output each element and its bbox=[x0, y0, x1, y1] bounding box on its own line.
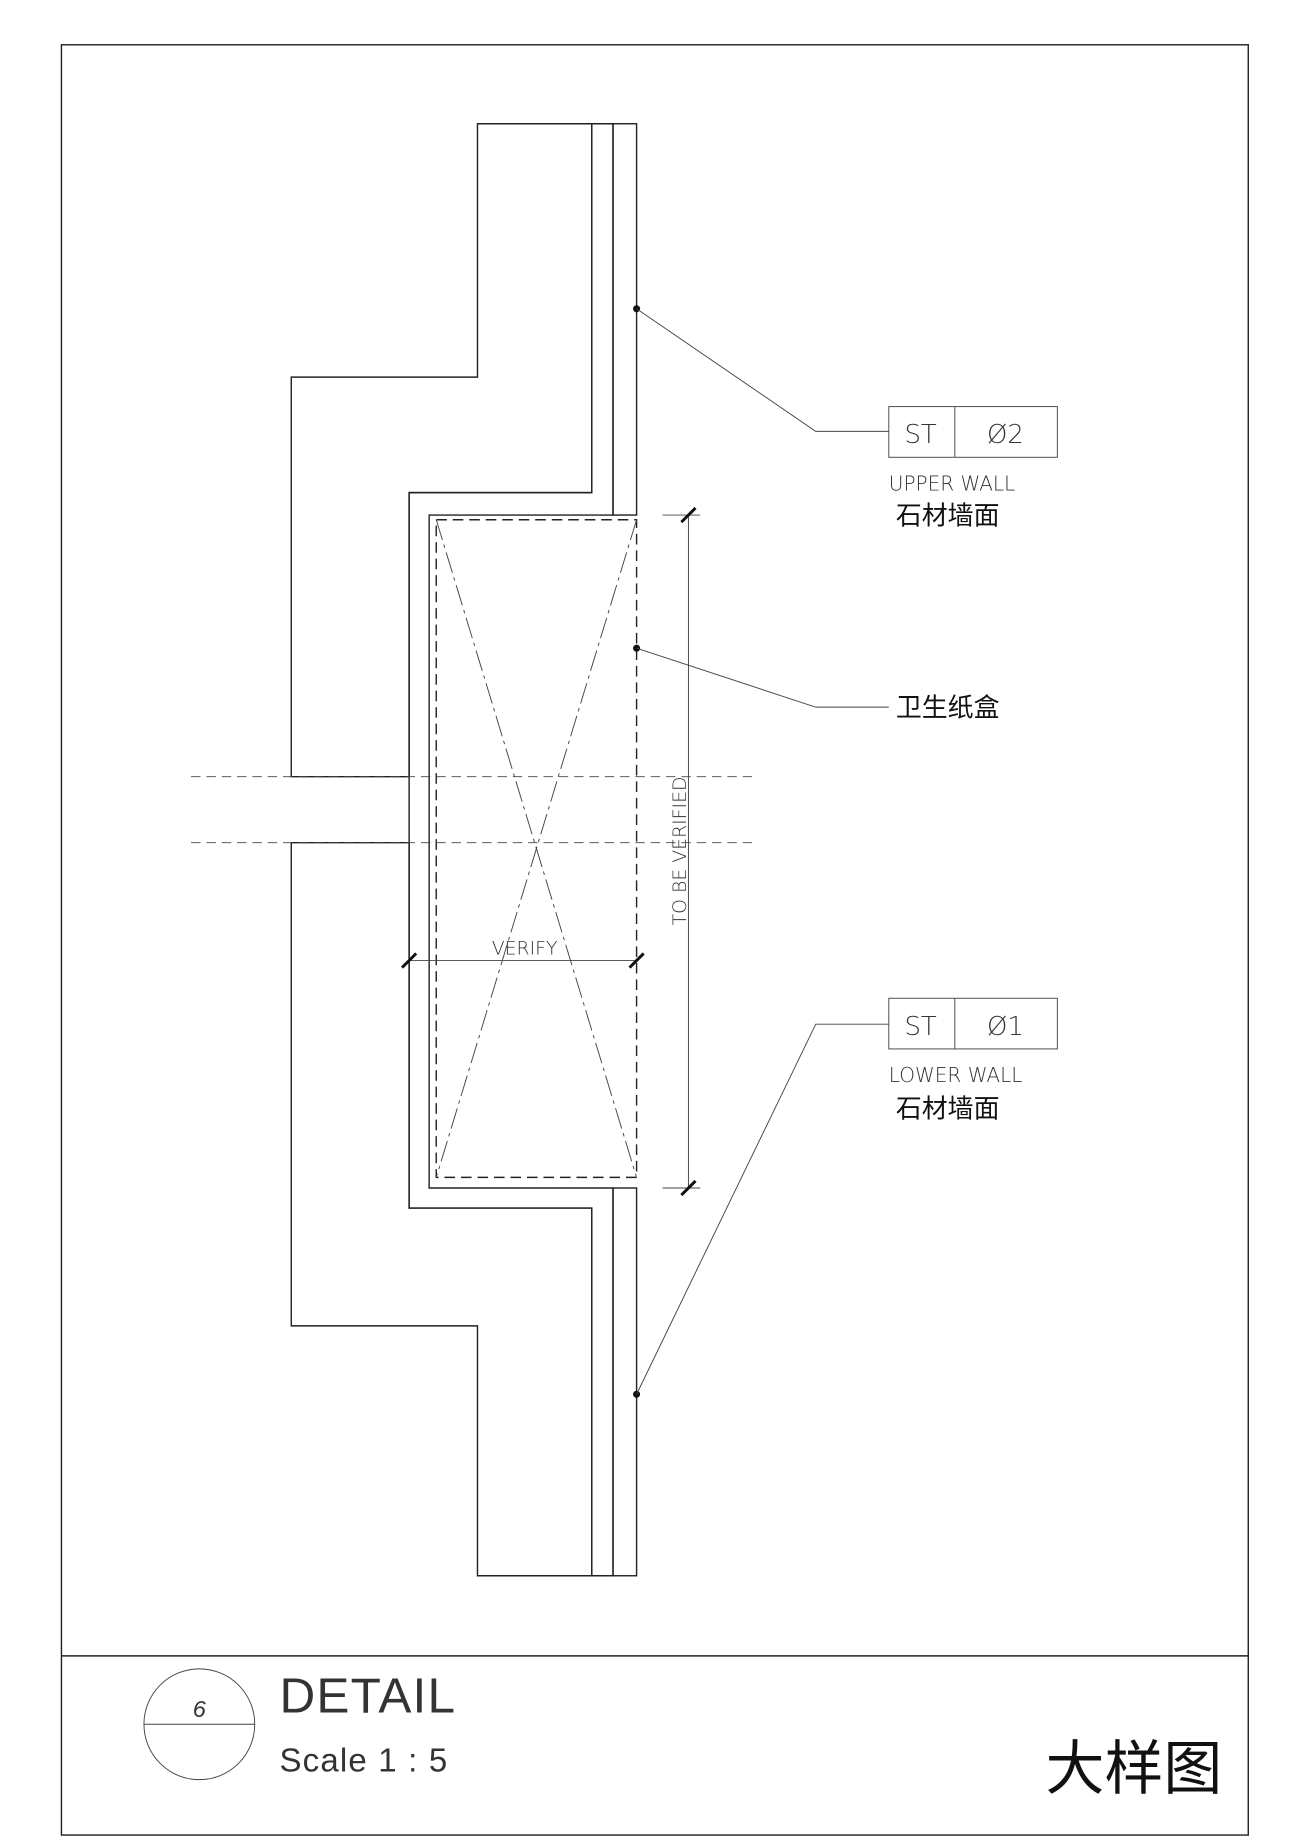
svg-text:ST: ST bbox=[904, 420, 936, 450]
detail-title: DETAIL bbox=[279, 1668, 456, 1723]
detail-scale: Scale 1 : 5 bbox=[279, 1741, 448, 1778]
material-tag-lower: ST Ø1 LOWER WALL 石材墙面 bbox=[888, 997, 1058, 1124]
leader-lower-wall bbox=[633, 1023, 889, 1398]
horizontal-dimension: VERIFY bbox=[401, 939, 645, 969]
dimension-text-horizontal: VERIFY bbox=[492, 939, 558, 960]
tag-label-en: LOWER WALL bbox=[889, 1063, 1023, 1087]
svg-text:ST: ST bbox=[904, 1012, 936, 1042]
tag-label-cn: 石材墙面 bbox=[896, 1094, 1000, 1124]
svg-text:Ø1: Ø1 bbox=[987, 1012, 1024, 1042]
tissue-box bbox=[435, 519, 638, 1179]
material-tag-upper: ST Ø2 UPPER WALL 石材墙面 bbox=[888, 406, 1058, 531]
vertical-dimension: TO BE VERIFIED bbox=[662, 506, 701, 1197]
tag-label-cn: 石材墙面 bbox=[896, 501, 1000, 531]
title-block: 6 DETAIL Scale 1 : 5 大样图 bbox=[143, 1668, 1223, 1803]
plaster-layer bbox=[408, 123, 614, 1577]
detail-number: 6 bbox=[193, 1696, 207, 1722]
detail-title-cn: 大样图 bbox=[1046, 1734, 1223, 1803]
stone-facing bbox=[612, 123, 638, 1577]
leader-upper-wall bbox=[633, 305, 889, 432]
tissue-box-label: 卫生纸盒 bbox=[896, 694, 1000, 724]
leader-tissue-box bbox=[633, 644, 889, 708]
dimension-text-vertical: TO BE VERIFIED bbox=[670, 777, 691, 926]
sheet-border bbox=[60, 44, 1249, 1836]
structural-wall bbox=[191, 123, 781, 1577]
tag-label-en: UPPER WALL bbox=[889, 471, 1015, 495]
svg-text:Ø2: Ø2 bbox=[987, 420, 1024, 450]
